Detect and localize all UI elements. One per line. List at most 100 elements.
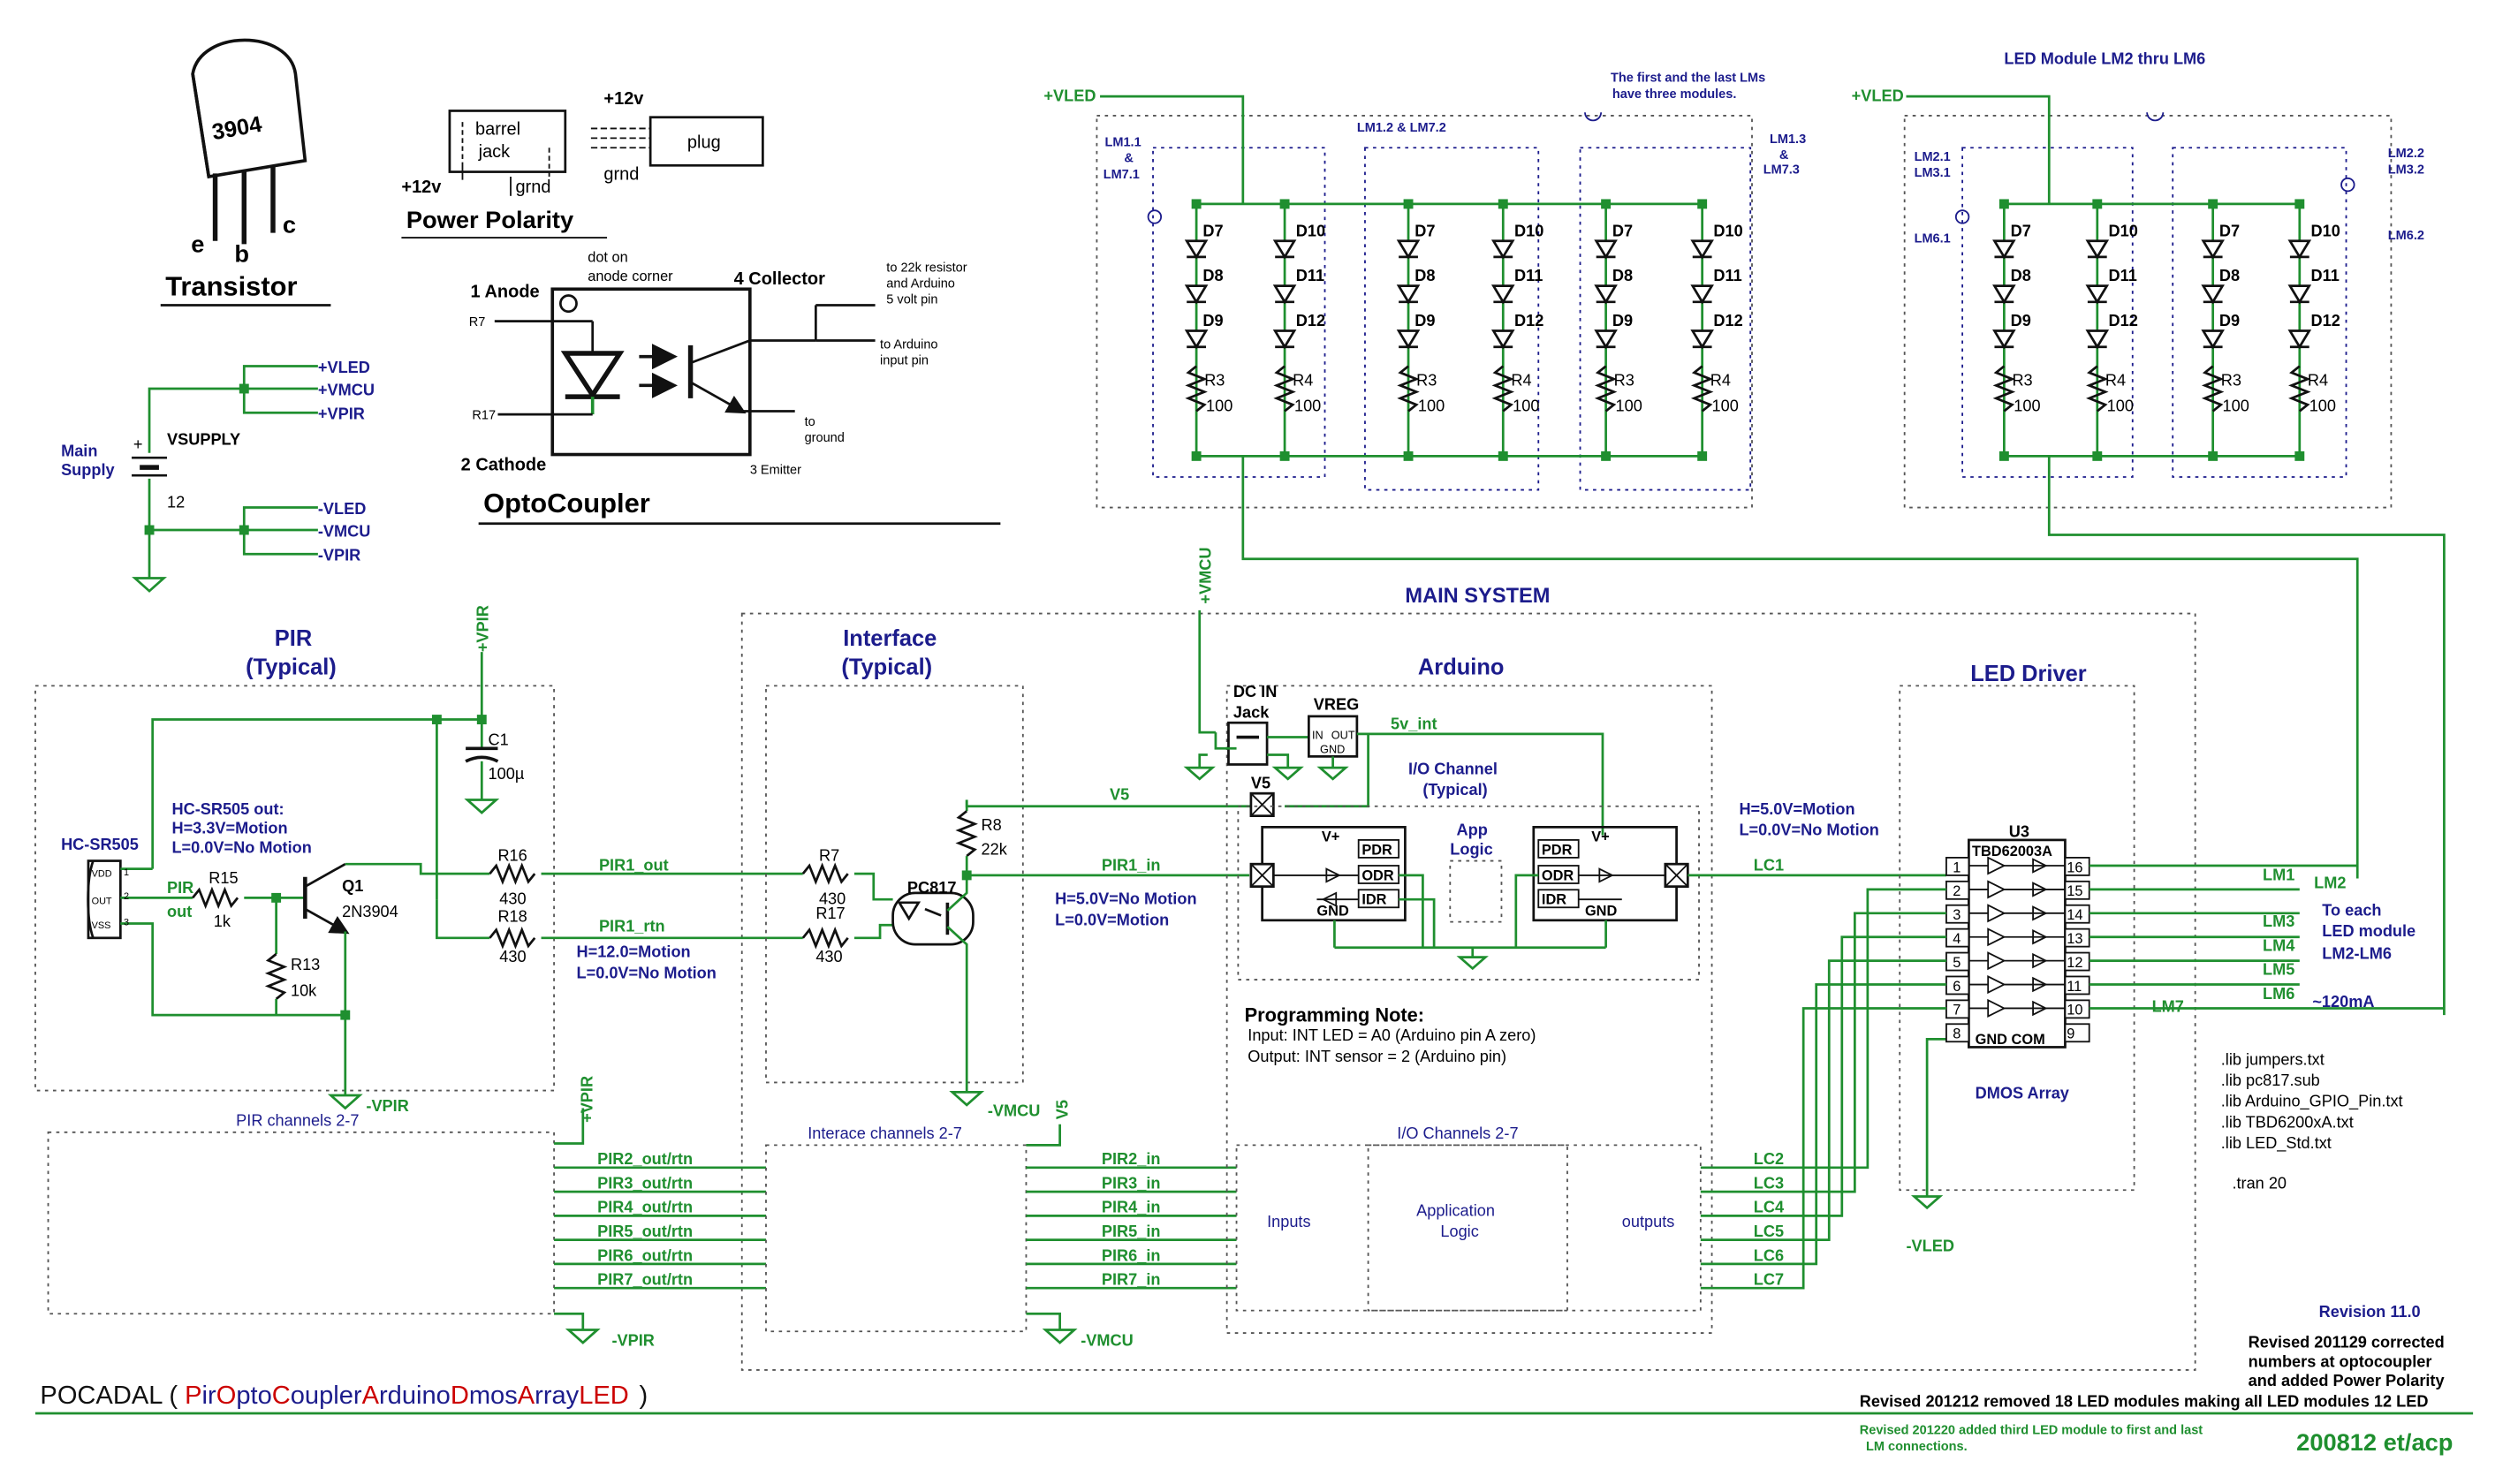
led-diode (2201, 284, 2225, 305)
v5int: 5v_int (1391, 715, 1437, 732)
opto-r7: R7 (469, 315, 486, 329)
pir-channel-label: PIR5_out/rtn (597, 1223, 693, 1240)
resistor-value: 100 (2223, 397, 2249, 414)
lm-title2: LED Module LM2 thru LM6 (2004, 50, 2205, 68)
if-channel-label: PIR2_in (1102, 1150, 1161, 1168)
acronym-part: D (451, 1382, 469, 1410)
if-channel-label: PIR3_in (1102, 1174, 1161, 1192)
chip-pin-number: 4 (1953, 931, 1961, 947)
led-diode (2201, 239, 2225, 260)
lc-label: LC3 (1754, 1174, 1784, 1192)
chip-pin-number: 12 (2067, 955, 2082, 971)
rev3b: LM connections. (1866, 1440, 1968, 1454)
diode-label: D11 (2311, 267, 2340, 284)
pir-note4: H=12.0=Motion (577, 943, 691, 961)
chip-pin-number: 11 (2067, 979, 2082, 995)
pir-r15v: 1k (214, 912, 231, 930)
driver-chip: TBD62003A (1972, 844, 2052, 859)
pir1-out-label: PIR1_out (599, 856, 669, 874)
arduino-section: Arduino DC IN Jack VREG IN OUT GND 5v_in… (1183, 655, 1946, 1334)
opto-cathode: 2 Cathode (461, 456, 547, 475)
led-diode (2201, 329, 2225, 350)
diode-label: D12 (1713, 312, 1742, 329)
junction-dot (2092, 450, 2103, 461)
lm11c: LM7.1 (1104, 168, 1140, 182)
opto-note3: 5 volt pin (886, 293, 937, 307)
libs: .lib jumpers.txt .lib pc817.sub .lib Ard… (2221, 1050, 2403, 1192)
gnd-in: GND (1316, 903, 1349, 919)
led-resistor (1491, 365, 1515, 413)
driver-diode (2032, 905, 2048, 921)
led-diode (1594, 329, 1618, 350)
resistor-value: 100 (2014, 397, 2040, 414)
lc-wire (1700, 1007, 1946, 1290)
acronym-part: pto (236, 1382, 271, 1410)
if-r7v: 430 (819, 890, 846, 908)
if-vmcu2: -VMCU (1081, 1332, 1134, 1350)
chip-pin-left (1945, 1023, 1970, 1043)
pir-vpir-bot: -VPIR (366, 1097, 408, 1115)
pir-note3: L=0.0V=No Motion (171, 838, 311, 856)
pir-title2: (Typical) (246, 655, 337, 680)
pir1-rtn-label: PIR1_rtn (599, 918, 665, 935)
vplus-in: V+ (1322, 829, 1339, 845)
driver-to1: To each (2322, 901, 2381, 919)
pir-p3: 3 (124, 917, 129, 928)
junction-dot (1697, 199, 1708, 209)
junction-dot (2208, 450, 2218, 461)
pir-vpir-top: +VPIR (474, 605, 492, 652)
if-r8v: 22k (982, 840, 1008, 858)
if-pc817: PC817 (907, 879, 957, 897)
plug-label: plug (687, 132, 721, 152)
driver-to3: LM2-LM6 (2322, 944, 2392, 962)
lc-wire (1700, 912, 1946, 1193)
diode-label: D7 (1612, 222, 1633, 239)
pir-title1: PIR (275, 626, 312, 651)
led-diode (1992, 329, 2016, 350)
pir-q1: Q1 (342, 877, 363, 895)
chip-pin-number: 15 (2067, 883, 2082, 899)
pir-r18v: 430 (499, 948, 526, 965)
chip-pin-number: 7 (1953, 1003, 1961, 1018)
vreg-out: OUT (1331, 728, 1355, 741)
io-outputs: outputs (1622, 1213, 1675, 1230)
resistor-value: 100 (2107, 397, 2134, 414)
pir-note2: H=3.3V=Motion (171, 820, 287, 837)
idr-out: IDR (1542, 892, 1566, 908)
diode-label: D11 (1514, 267, 1543, 284)
lib-tran: .tran 20 (2232, 1174, 2287, 1192)
resistor-label: R3 (2012, 371, 2032, 389)
driver-diode (2032, 952, 2048, 969)
driver-buffer (1987, 998, 2006, 1018)
diode-label: D7 (1202, 222, 1223, 239)
opto-dot2: anode corner (588, 269, 673, 284)
led-modules: D7D8D9R3100D10D11D12R4100D7D8D9R3100D10D… (1043, 50, 2446, 1016)
diode-label: D8 (1202, 267, 1223, 284)
junction-dot (1191, 199, 1202, 209)
if-channels-label: Interace channels 2-7 (808, 1124, 962, 1142)
vreg: VREG (1314, 696, 1359, 714)
drawing-date: 200812 et/acp (2296, 1428, 2453, 1456)
resistor-label: R4 (2105, 371, 2126, 389)
lc-label: LC7 (1754, 1271, 1784, 1289)
main-system-box (740, 612, 2196, 1371)
rev1b: numbers at optocoupler (2249, 1352, 2432, 1370)
resistor-label: R3 (1204, 371, 1225, 389)
if-v5b: V5 (1054, 1100, 1072, 1119)
optocoupler-legend: 1 Anode dot on anode corner 4 Collector … (461, 249, 1001, 526)
app2: Logic (1450, 840, 1492, 858)
led-resistor (2201, 365, 2225, 413)
pir-hc: HC-SR505 (61, 836, 139, 853)
driver-lm3: LM3 (2263, 912, 2294, 930)
acronym-part: rduino (379, 1382, 451, 1410)
diode-label: D11 (2109, 267, 2137, 284)
chip-pin-number: 1 (1953, 859, 1961, 875)
io-applogic2: Logic (1440, 1223, 1478, 1240)
lm13b: & (1779, 148, 1789, 163)
diode-label: D11 (1713, 267, 1741, 284)
driver-buffer (1987, 928, 2006, 947)
resistor-label: R3 (2221, 371, 2241, 389)
led-diode (1272, 239, 1297, 260)
io1: I/O Channel (1408, 760, 1498, 777)
